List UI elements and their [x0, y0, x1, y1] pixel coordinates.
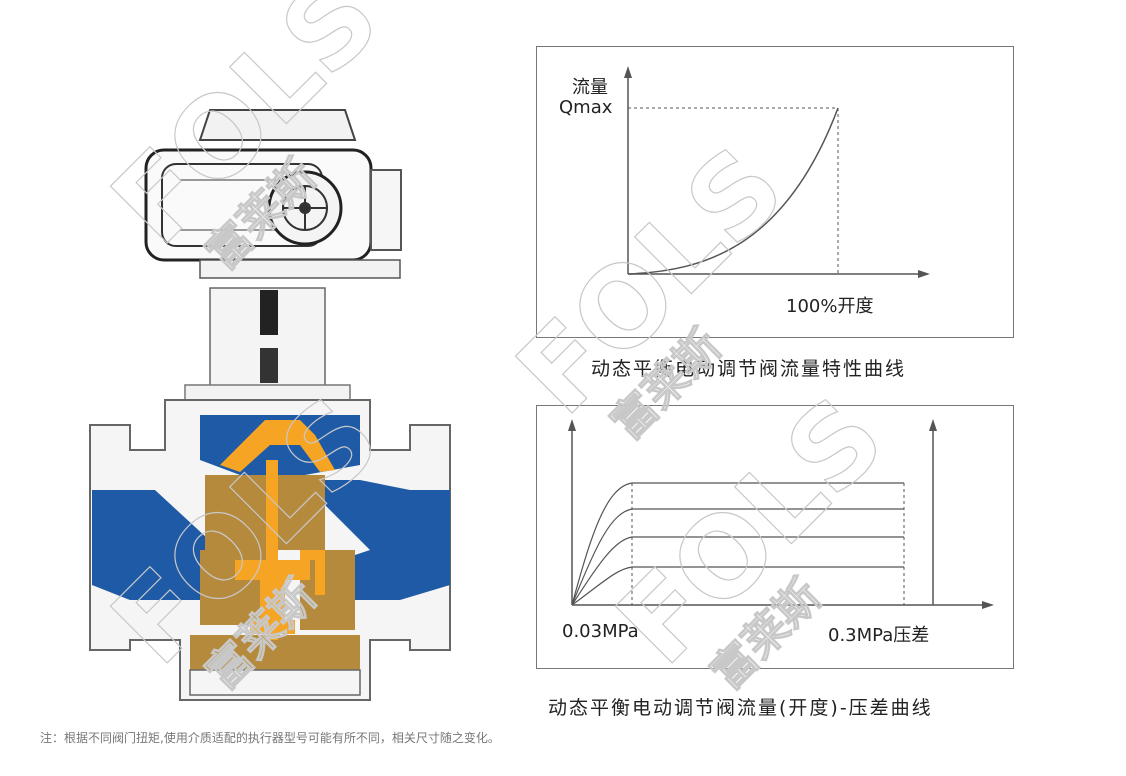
footnote: 注：根据不同阀门扭矩,使用介质适配的执行器型号可能有所不同，相关尺寸随之变化。	[40, 731, 500, 745]
brass-base	[190, 635, 360, 670]
right-axis-arrow-icon	[929, 419, 937, 431]
flow-curve-2	[571, 508, 904, 606]
y-axis-arrow-icon	[568, 419, 576, 431]
pressure-flow-chart	[568, 419, 994, 609]
chart2-x-label-left: 0.03MPa	[562, 621, 639, 642]
chart1-caption: 动态平衡电动调节阀流量特性曲线	[591, 358, 907, 380]
flow-characteristic-chart	[624, 66, 930, 278]
coupling	[260, 290, 278, 335]
chart1-y-label-flow: 流量	[572, 77, 608, 98]
flow-curve-1	[571, 482, 904, 606]
flow-curve-4	[571, 566, 904, 606]
chart1-y-label-qmax: Qmax	[559, 97, 613, 118]
flow-curve-3	[571, 536, 904, 606]
x-axis-arrow-icon	[982, 601, 994, 609]
flow-passage-outlet	[300, 480, 450, 600]
valve-plug	[235, 560, 310, 620]
chart2-caption: 动态平衡电动调节阀流量(开度)-压差曲线	[548, 697, 933, 719]
y-axis-arrow-icon	[624, 66, 632, 78]
valve-cross-section-illustration	[89, 109, 451, 701]
handwheel-icon	[267, 170, 343, 246]
brass-body-upper	[205, 475, 325, 550]
flow-curve	[627, 107, 839, 275]
chart2-x-label-right: 0.3MPa压差	[828, 625, 930, 646]
orange-diaphragm	[220, 420, 335, 472]
actuator-top-cover	[198, 109, 357, 141]
x-axis-arrow-icon	[918, 270, 930, 278]
chart1-x-label: 100%开度	[786, 296, 874, 317]
flow-passage-inlet	[92, 490, 220, 600]
flow-characteristic-chart-panel	[536, 46, 1014, 338]
